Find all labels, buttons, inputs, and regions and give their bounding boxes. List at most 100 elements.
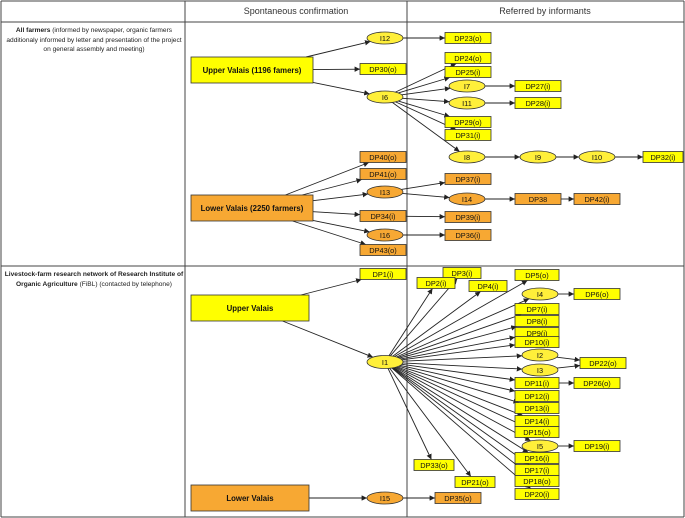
node-DP43-label: DP43(o) — [369, 246, 397, 255]
node-I13: I13 — [366, 185, 404, 199]
node-DP26-label: DP26(o) — [583, 379, 611, 388]
node-DP7-shape — [514, 303, 560, 315]
node-DP9-label: DP9(i) — [527, 329, 548, 338]
node-DP23-label: DP23(o) — [454, 34, 482, 43]
node-DP27-shape — [514, 80, 562, 92]
node-I5: I5 — [521, 439, 559, 453]
node-DP8-shape — [514, 315, 560, 327]
node-lv1-shape — [190, 194, 314, 222]
node-DP12: DP12(i) — [514, 390, 560, 402]
node-DP37: DP37(i) — [444, 173, 492, 185]
node-DP26: DP26(o) — [573, 377, 621, 389]
edge-I1-DP21 — [389, 368, 472, 477]
node-DP7-label: DP7(i) — [527, 305, 548, 314]
node-DP36-shape — [444, 229, 492, 241]
node-lv2-shape — [190, 484, 310, 512]
node-uv2-label: Upper Valais — [227, 304, 274, 313]
edge-layer — [282, 35, 643, 501]
node-DP16: DP16(i) — [514, 452, 560, 464]
node-DP12-shape — [514, 390, 560, 402]
node-DP33-label: DP33(o) — [420, 461, 448, 470]
node-DP15: DP15(o) — [514, 426, 560, 438]
node-DP27: DP27(i) — [514, 80, 562, 92]
node-DP19-shape — [573, 440, 621, 452]
node-DP29: DP29(o) — [444, 116, 492, 128]
node-I12-shape — [366, 31, 404, 45]
node-DP10: DP10(i) — [514, 336, 560, 348]
node-I15-shape — [366, 491, 404, 505]
node-DP30: DP30(o) — [359, 63, 407, 75]
node-DP21: DP21(o) — [454, 476, 496, 488]
node-DP20: DP20(i) — [514, 488, 560, 500]
node-DP13: DP13(i) — [514, 402, 560, 414]
node-I16: I16 — [366, 228, 404, 242]
edge-I1-DP3 — [390, 278, 458, 357]
node-DP18: DP18(o) — [514, 475, 560, 487]
node-I7-label: I7 — [464, 82, 470, 91]
edge-I1-I2 — [402, 353, 523, 362]
edge-lv1-I13 — [312, 192, 369, 202]
node-DP36: DP36(i) — [444, 229, 492, 241]
node-I4-shape — [521, 287, 559, 301]
node-lv1-label: Lower Valais (2250 farmers) — [201, 204, 304, 213]
edge-I6-I11 — [402, 97, 450, 105]
node-DP23: DP23(o) — [444, 32, 492, 44]
node-DP4-label: DP4(i) — [478, 282, 499, 291]
node-DP21-shape — [454, 476, 496, 488]
node-DP38-shape — [514, 193, 562, 205]
edge-I6-DP29 — [398, 100, 450, 118]
node-DP40: DP40(o) — [359, 151, 407, 163]
section-network-detail: (FiBL) (contacted by telephone) — [79, 280, 172, 288]
node-I2-label: I2 — [537, 351, 543, 360]
node-uv1-label: Upper Valais (1196 famers) — [203, 66, 302, 75]
node-DP37-label: DP37(i) — [455, 175, 480, 184]
node-I14-shape — [448, 192, 486, 206]
node-I2: I2 — [521, 348, 559, 362]
edge-I13-I14 — [402, 193, 450, 200]
node-layer: Upper Valais (1196 famers) Lower Valais (… — [190, 31, 684, 512]
node-DP33: DP33(o) — [413, 459, 455, 471]
edge-lv1-DP40 — [285, 161, 370, 196]
node-I10: I10 — [578, 150, 616, 164]
node-I6-label: I6 — [382, 93, 388, 102]
node-uv1-shape — [190, 56, 314, 84]
edge-I1-DP12 — [400, 364, 516, 393]
node-DP39-label: DP39(i) — [455, 213, 480, 222]
section-network: Livestock-farm research network of Resea… — [4, 270, 184, 289]
node-DP4-shape — [468, 280, 508, 292]
node-I3-shape — [521, 363, 559, 377]
edge-I1-DP14 — [397, 366, 523, 417]
node-DP43: DP43(o) — [359, 244, 407, 256]
node-DP1-label: DP1(i) — [373, 270, 394, 279]
section-all-farmers: All farmers (informed by newspaper, orga… — [4, 26, 184, 55]
edge-I1-DP8 — [399, 325, 517, 359]
node-DP35: DP35(o) — [434, 492, 482, 504]
node-I15: I15 — [366, 491, 404, 505]
node-I9-shape — [519, 150, 557, 164]
node-DP41: DP41(o) — [359, 168, 407, 180]
node-I14: I14 — [448, 192, 486, 206]
edge-uv2-I1 — [282, 320, 374, 358]
edge-I1-I3 — [402, 362, 523, 372]
node-I8: I8 — [448, 150, 486, 164]
node-I4: I4 — [521, 287, 559, 301]
edge-I1-DP11 — [401, 363, 516, 382]
node-I11-shape — [448, 96, 486, 110]
node-DP29-label: DP29(o) — [454, 118, 482, 127]
node-lv2: Lower Valais — [190, 484, 310, 512]
node-DP10-shape — [514, 336, 560, 348]
node-I6: I6 — [366, 90, 404, 104]
node-DP5-label: DP5(o) — [525, 271, 548, 280]
node-I12: I12 — [366, 31, 404, 45]
edge-uv1-I12 — [305, 40, 371, 58]
node-DP35-label: DP35(o) — [444, 494, 472, 503]
node-DP34: DP34(i) — [359, 210, 407, 222]
edge-I1-DP18 — [392, 367, 531, 476]
header-referred: Referred by informants — [499, 6, 591, 16]
node-DP29-shape — [444, 116, 492, 128]
node-DP24-label: DP24(o) — [454, 54, 482, 63]
node-DP22-label: DP22(o) — [589, 359, 617, 368]
node-DP37-shape — [444, 173, 492, 185]
